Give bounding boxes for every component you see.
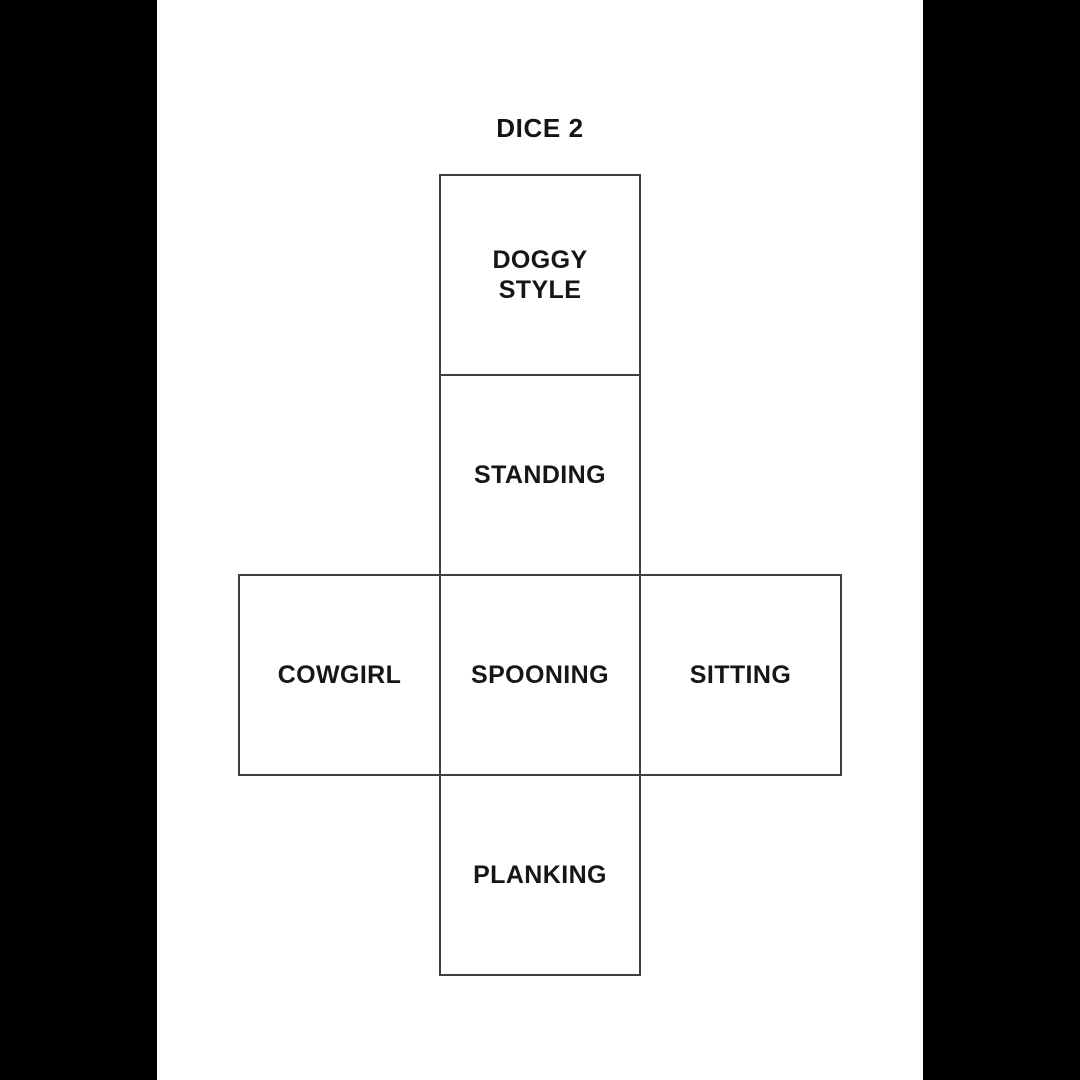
die-face-right: SITTING — [639, 574, 842, 776]
page-title: DICE 2 — [496, 113, 584, 143]
die-face-label: DOGGY STYLE — [492, 245, 588, 305]
right-letterbox — [923, 0, 1080, 1080]
die-face-label: SITTING — [689, 660, 792, 689]
die-face-center: SPOONING — [439, 574, 641, 776]
left-letterbox — [0, 0, 157, 1080]
die-face-bottom: PLANKING — [439, 774, 641, 976]
page-panel: DICE 2 DOGGY STYLE STANDING COWGIRL SPOO… — [157, 0, 923, 1080]
die-face-upper-middle: STANDING — [439, 374, 641, 576]
die-face-left: COWGIRL — [238, 574, 441, 776]
die-face-top: DOGGY STYLE — [439, 174, 641, 376]
die-face-label: COWGIRL — [277, 660, 402, 689]
die-face-label: SPOONING — [471, 660, 609, 689]
die-face-label: PLANKING — [473, 860, 607, 889]
die-face-label: STANDING — [474, 460, 606, 489]
